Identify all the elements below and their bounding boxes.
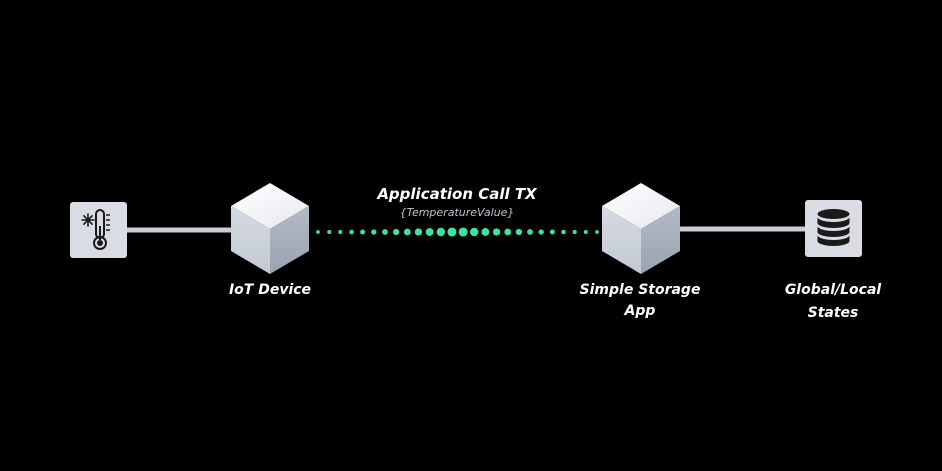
transaction-dot bbox=[425, 228, 434, 236]
database-icon bbox=[817, 209, 850, 246]
transaction-dot bbox=[371, 229, 377, 235]
transaction-dot bbox=[527, 229, 533, 235]
transaction-dot bbox=[572, 229, 577, 235]
transaction-dot bbox=[595, 230, 599, 234]
states-label-line1: Global/Local bbox=[784, 282, 882, 298]
iot-device-label: IoT Device bbox=[228, 282, 312, 298]
states-label-line2: States bbox=[807, 305, 859, 321]
transaction-dot bbox=[327, 230, 332, 234]
storage-app-label-line1: Simple Storage bbox=[579, 282, 701, 298]
states-node bbox=[805, 200, 862, 257]
transaction-dot bbox=[349, 229, 354, 235]
transaction-dot bbox=[583, 230, 588, 234]
iot-device-cube-icon bbox=[231, 183, 309, 274]
transaction-dot bbox=[469, 227, 479, 237]
transaction-dots bbox=[316, 227, 599, 237]
transaction-dot bbox=[338, 229, 343, 235]
transaction-dot bbox=[458, 227, 468, 237]
storage-app-cube-icon bbox=[602, 183, 680, 274]
thermometer-snowflake-icon bbox=[81, 209, 110, 250]
transaction-dot bbox=[436, 227, 446, 237]
transaction-dot bbox=[447, 227, 457, 237]
transaction-dot bbox=[403, 228, 411, 236]
transaction-dot bbox=[360, 229, 366, 235]
connector-title: Application Call TX bbox=[377, 185, 537, 203]
transaction-dot bbox=[504, 228, 512, 236]
transaction-dot bbox=[414, 228, 423, 236]
sensor-node bbox=[70, 202, 127, 258]
transaction-dot bbox=[538, 229, 544, 235]
transaction-dot bbox=[515, 228, 523, 236]
transaction-dot bbox=[561, 229, 566, 235]
transaction-dot bbox=[316, 230, 320, 234]
storage-app-label-line2: App bbox=[624, 303, 656, 319]
connector-payload: {TemperatureValue} bbox=[399, 206, 515, 219]
transaction-dot bbox=[481, 228, 490, 236]
transaction-dot bbox=[549, 229, 555, 235]
transaction-dot bbox=[492, 228, 501, 236]
transaction-dot bbox=[392, 228, 400, 236]
transaction-dot bbox=[382, 229, 388, 235]
